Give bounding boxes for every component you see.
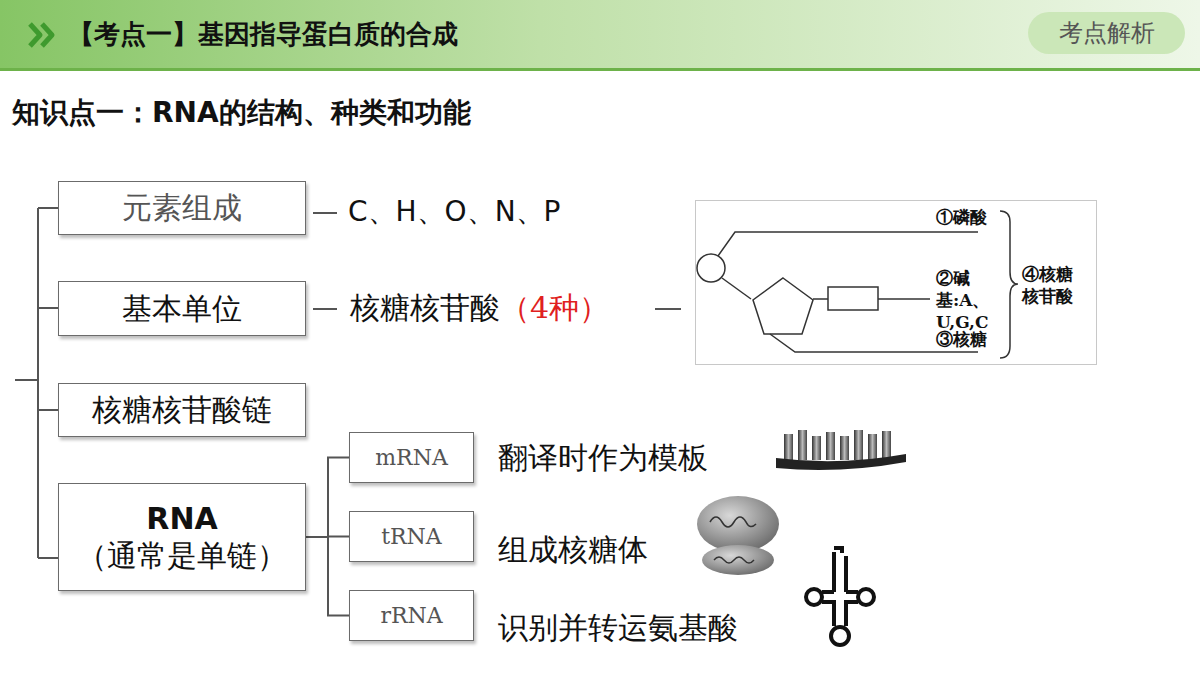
rna-type-box: tRNA — [349, 511, 474, 562]
rna-type-box: rRNA — [349, 590, 474, 641]
element-list: C、H、O、N、P — [348, 195, 560, 229]
category-box: 元素组成 — [58, 181, 306, 235]
node-text: 基本单位 — [122, 290, 242, 328]
function-text: 翻译时作为模板 — [498, 440, 708, 476]
node-text: tRNA — [381, 523, 442, 551]
rna-type-box: mRNA — [349, 432, 474, 483]
node-text: 元素组成 — [122, 189, 242, 227]
category-box: RNA（通常是单链） — [58, 483, 306, 591]
category-box: 基本单位 — [58, 281, 306, 336]
slide-title: 【考点一】基因指导蛋白质的合成 — [68, 17, 458, 52]
unit-count: （4种） — [500, 290, 609, 326]
tree-connector — [306, 537, 349, 616]
function-text: 识别并转运氨基酸 — [498, 610, 738, 646]
node-text: （通常是单链） — [77, 537, 287, 575]
node-text: rRNA — [380, 602, 442, 630]
part-label: ①磷酸 — [936, 207, 987, 228]
tree-connector — [306, 458, 349, 538]
section-subtitle: 知识点一：RNA的结构、种类和功能 — [12, 96, 471, 130]
nucleotide-panel: ①磷酸 ②碱基:A、 U,G,C③核糖 ④核糖 核苷酸 — [695, 200, 1097, 365]
node-text: RNA — [146, 500, 217, 538]
tag-pill: 考点解析 — [1028, 12, 1185, 54]
function-text: 组成核糖体 — [498, 532, 648, 568]
node-text: 考点解析 — [1059, 18, 1155, 48]
unit-name: 核糖核苷酸 — [350, 290, 500, 326]
category-box: 核糖核苷酸链 — [58, 383, 306, 437]
part-label: ④核糖 核苷酸 — [1022, 263, 1084, 307]
node-text: 核糖核苷酸链 — [92, 391, 272, 429]
part-label: ②碱基:A、 U,G,C — [936, 267, 1014, 333]
node-text: mRNA — [375, 444, 448, 472]
part-label: ③核糖 — [936, 329, 987, 350]
